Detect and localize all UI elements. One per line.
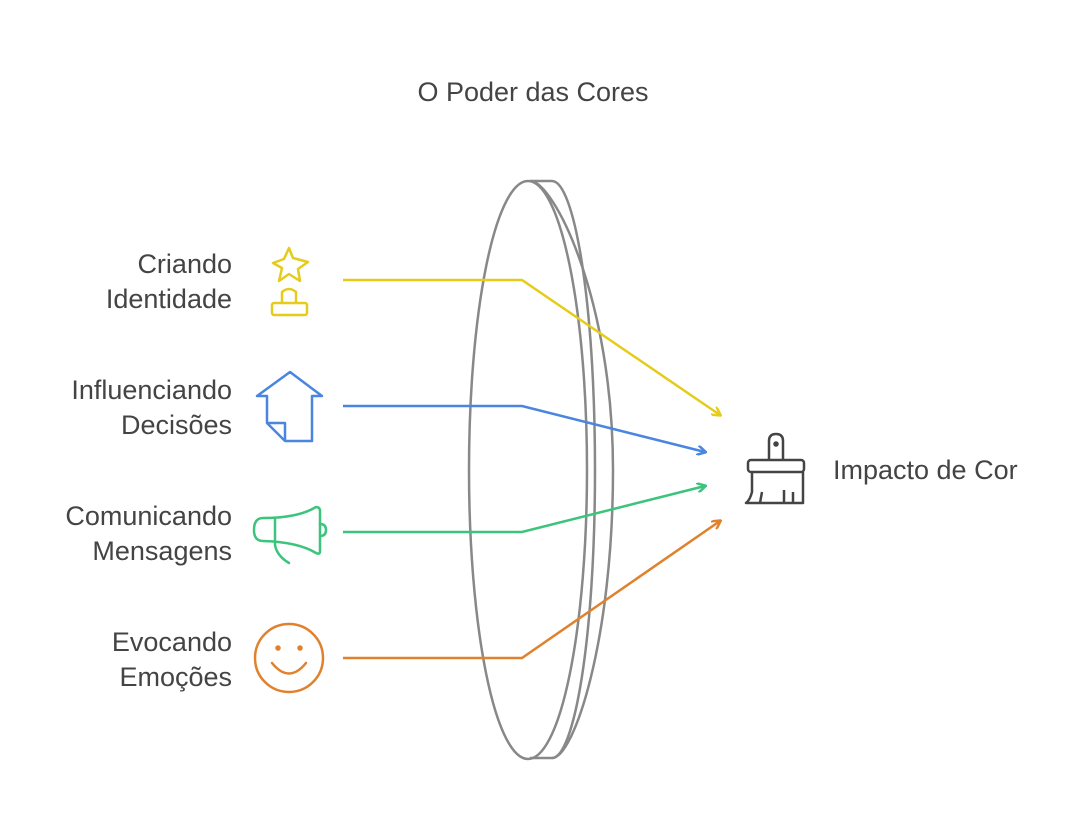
trophy-icon xyxy=(270,246,310,317)
megaphone-icon xyxy=(252,505,328,565)
diagram-title: O Poder das Cores xyxy=(417,77,648,107)
lens xyxy=(467,179,615,761)
label-influenciando-line2: Decisões xyxy=(121,410,232,440)
label-evocando-line2: Emoções xyxy=(119,662,232,692)
label-influenciando-line1: Influenciando xyxy=(71,375,232,405)
label-comunicando-line2: Mensagens xyxy=(92,536,232,566)
label-criando-line1: Criando xyxy=(137,249,232,279)
house-arrow-icon xyxy=(255,370,324,443)
label-criando-line2: Identidade xyxy=(106,284,232,314)
label-comunicando-line1: Comunicando xyxy=(65,501,232,531)
paintbrush-icon xyxy=(744,432,806,505)
connector-criando-identidade xyxy=(343,278,720,415)
output-label: Impacto de Cor xyxy=(833,455,1018,485)
connector-influenciando-decisoes xyxy=(343,404,705,452)
connector-evocando-emocoes xyxy=(343,521,720,660)
smiley-icon xyxy=(253,622,325,694)
connector-comunicando-mensagens xyxy=(343,486,705,534)
label-evocando-line1: Evocando xyxy=(112,627,232,657)
